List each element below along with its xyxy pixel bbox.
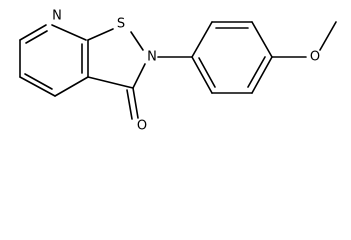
bond-c3-c3a	[87, 76, 134, 89]
atom-sulfur: S	[117, 17, 125, 32]
chemical-structure: N S N O O	[19, 9, 337, 134]
bond-ph-4-5	[251, 56, 273, 94]
bond-ph-1-2	[191, 21, 213, 58]
bond-s-n	[130, 31, 144, 51]
atom-pyridine-n: N	[52, 9, 62, 24]
atom-ring-n: N	[147, 50, 157, 65]
bond-c3-o-double	[126, 89, 133, 120]
bond-c4-c5	[19, 76, 56, 97]
bond-n-c3	[132, 63, 146, 89]
atom-methoxy-o: O	[310, 50, 320, 65]
bond-o-methyl	[319, 21, 337, 51]
bond-ph-3-4	[251, 21, 273, 58]
bond-ph-6-1-double	[198, 57, 216, 88]
bond-pyridine-n-c2	[51, 24, 87, 41]
atom-carbonyl-o: O	[137, 119, 147, 134]
bond-c3-o	[132, 87, 139, 119]
bond-c3a-c4	[54, 76, 89, 97]
atom-labels: N S N O O	[52, 9, 320, 134]
bond-ph-6-1	[191, 56, 213, 94]
bond-c6-n	[19, 24, 47, 41]
bond-c7a-s	[87, 28, 114, 41]
bond-c4-c5-double	[24, 73, 53, 90]
bond-c6-n-double	[25, 30, 48, 44]
bonds	[19, 21, 337, 120]
bond-ph-4-5-double	[247, 56, 266, 88]
